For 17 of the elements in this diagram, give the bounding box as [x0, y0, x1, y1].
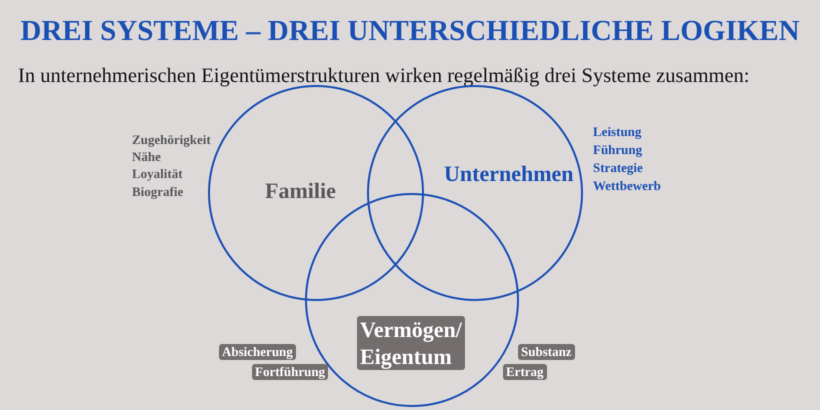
- circle-label: Unternehmen: [444, 160, 574, 187]
- keyword-label: Wettbewerb: [593, 178, 661, 194]
- keyword-label: Ertrag: [503, 364, 547, 380]
- intro-text: In unternehmerischen Eigentümerstrukturen wirken regelmäßig drei Systeme zusammen:: [18, 65, 750, 88]
- keyword-label: Loyalität: [132, 166, 183, 182]
- keyword-label: Fortführung: [252, 364, 328, 380]
- circle-label: Familie: [265, 177, 336, 204]
- diagram-title: DREI SYSTEME – DREI UNTERSCHIEDLICHE LOGIKEN: [19, 14, 801, 48]
- keyword-label: Substanz: [518, 344, 575, 360]
- keyword-label: Zugehörigkeit: [132, 132, 211, 148]
- keyword-label: Leistung: [593, 124, 642, 140]
- keyword-label: Strategie: [593, 160, 643, 176]
- keyword-label: Biografie: [132, 184, 184, 200]
- keyword-label: Führung: [593, 142, 642, 158]
- keyword-label: Nähe: [132, 149, 161, 165]
- keyword-label: Absicherung: [219, 344, 296, 360]
- circle-label: Vermögen/ Eigentum: [357, 316, 465, 370]
